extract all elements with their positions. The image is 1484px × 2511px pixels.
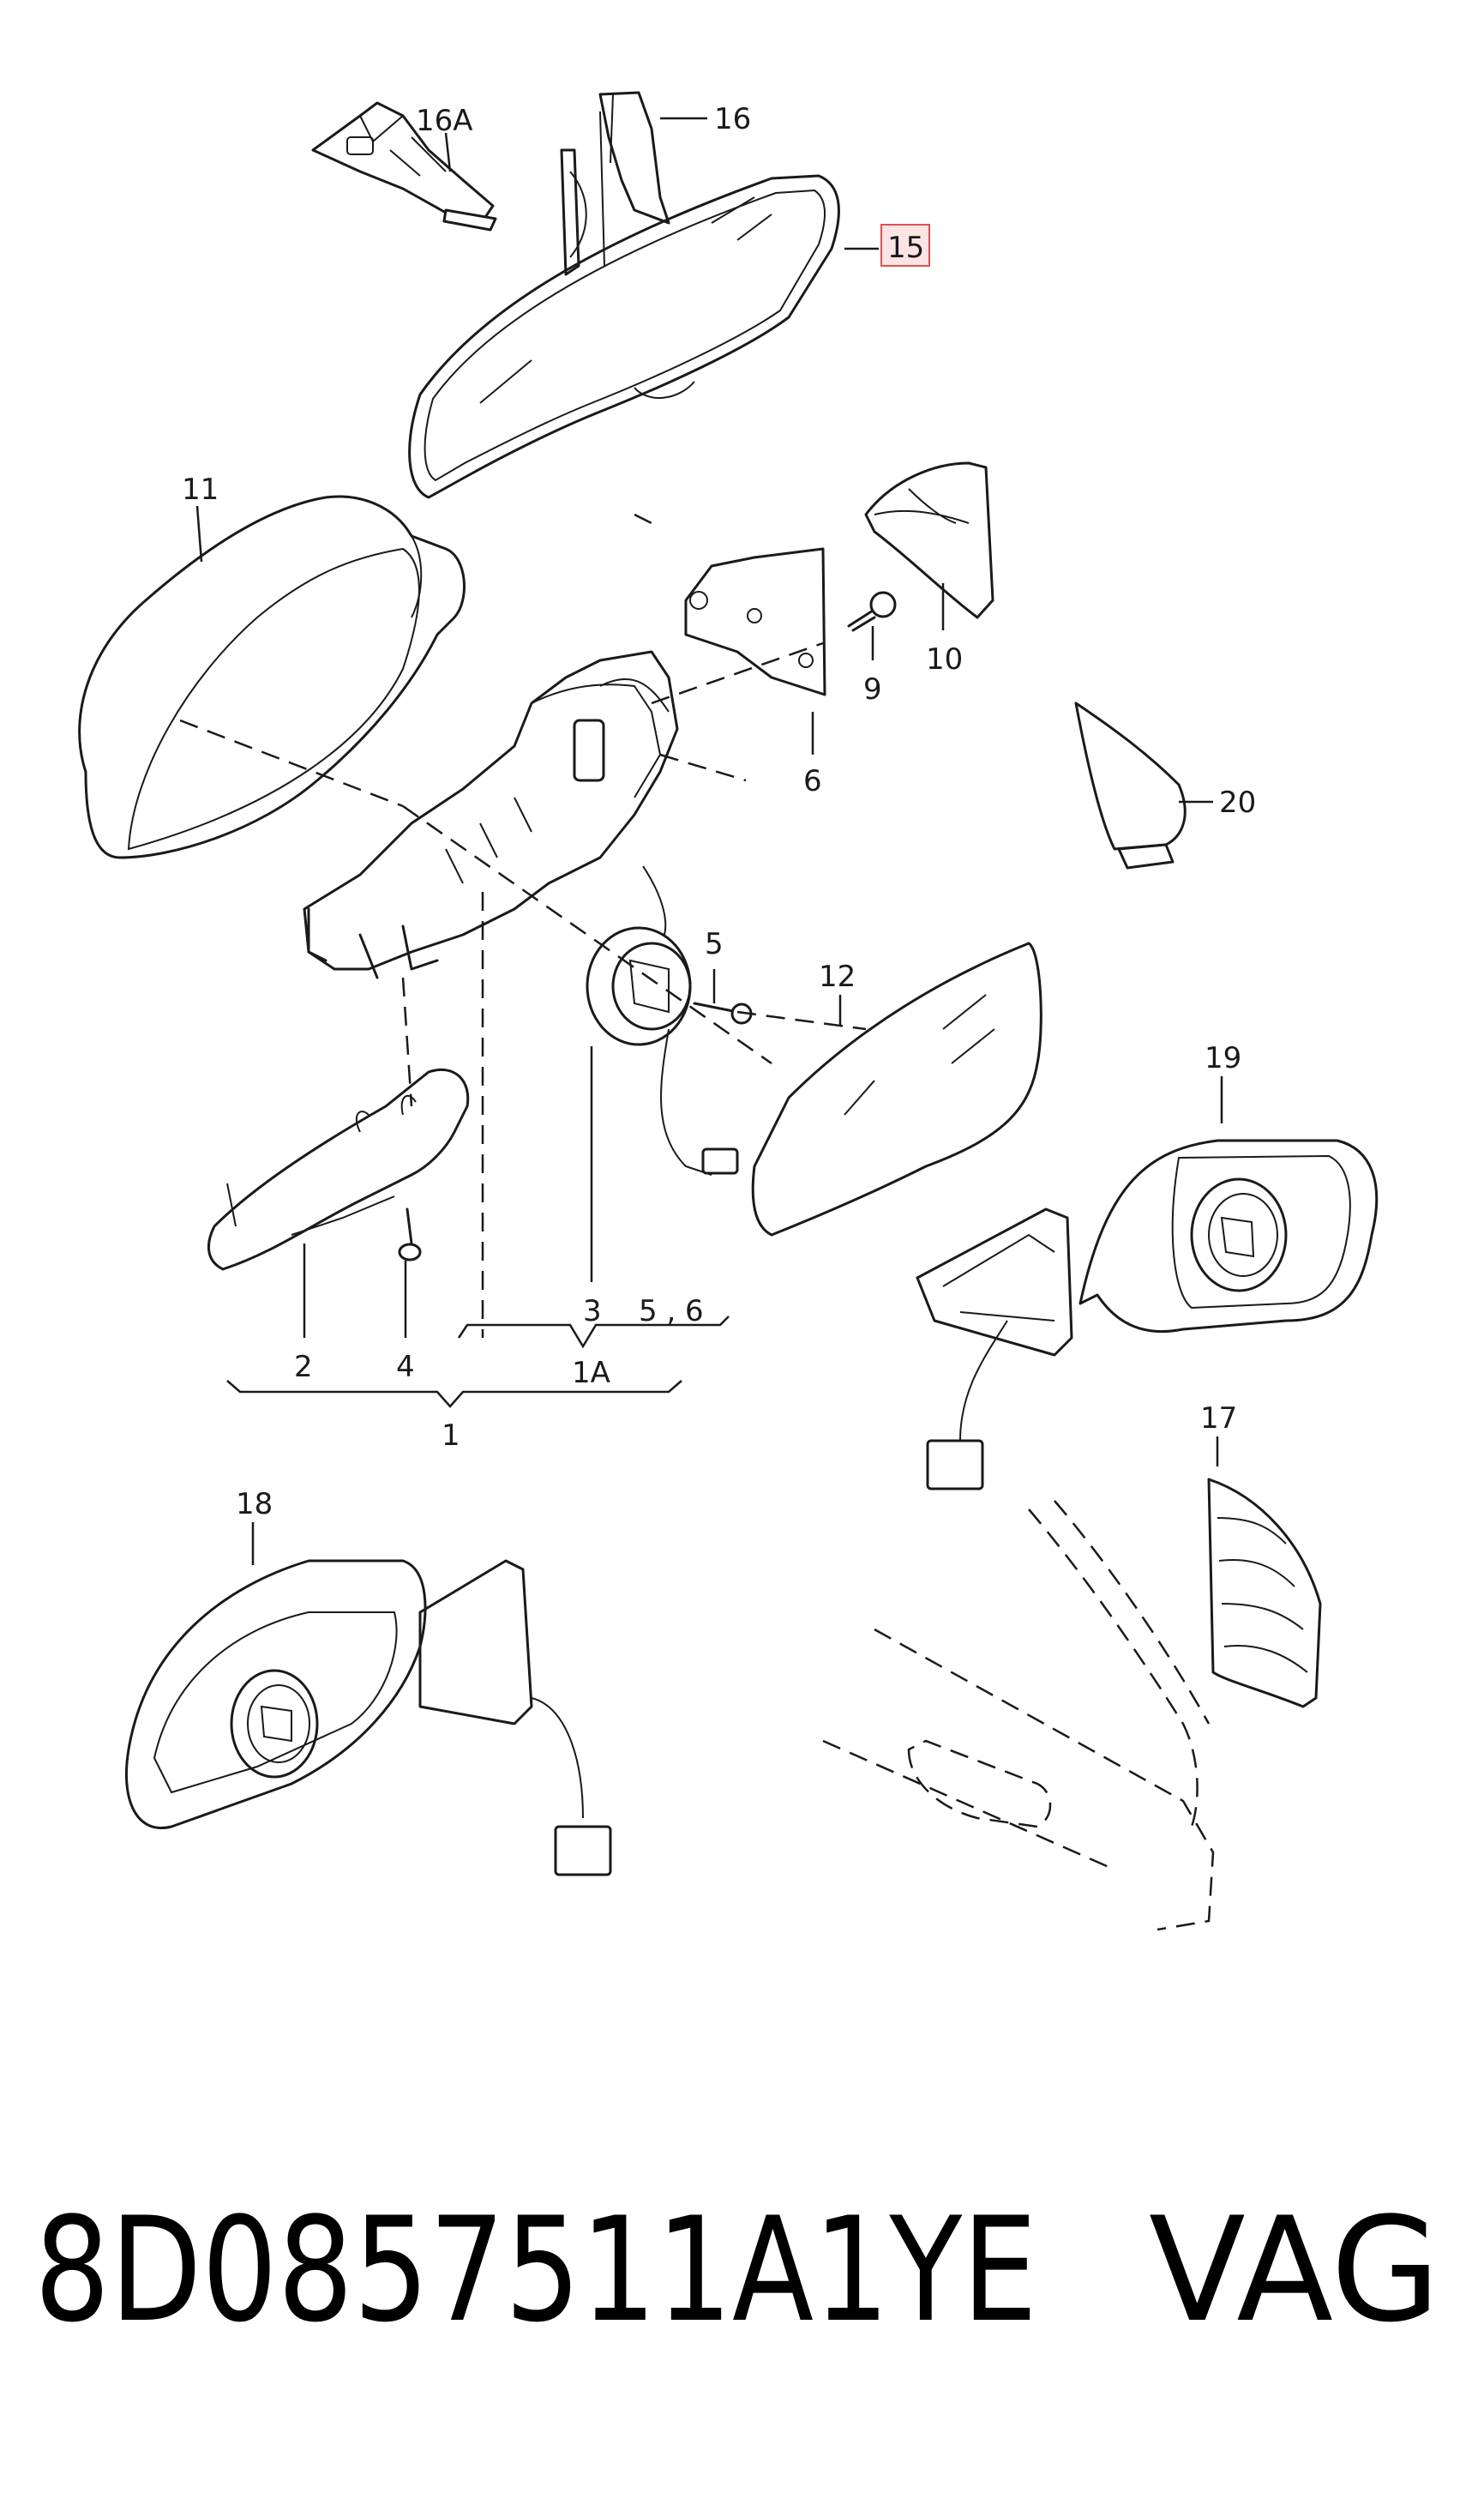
part-18-complete-mirror (124, 1559, 612, 1876)
part-9-screw (847, 591, 897, 632)
label-5-6: 5 , 6 (639, 1294, 704, 1328)
part-16a-bracket (311, 101, 497, 232)
part-15-interior-mirror (408, 174, 840, 499)
label-19: 19 (1205, 1041, 1241, 1075)
footer-part-info: 8D0857511A1YE VAG (34, 2186, 1440, 2354)
label-18: 18 (236, 1487, 273, 1521)
label-6: 6 (803, 764, 822, 798)
label-16a: 16A (416, 104, 473, 138)
part-17-triangular-trim (1207, 1478, 1322, 1708)
part-11-housing-cap (78, 495, 466, 859)
label-1: 1 (442, 1418, 460, 1453)
label-9: 9 (863, 672, 882, 707)
label-17: 17 (1200, 1401, 1237, 1436)
label-4: 4 (396, 1350, 415, 1384)
label-11: 11 (182, 473, 219, 507)
part-10-cover-plate (864, 461, 994, 619)
part-16-cover (560, 91, 670, 276)
part-19-complete-mirror (916, 1139, 1379, 1490)
label-20: 20 (1219, 786, 1256, 820)
label-1a: 1A (572, 1356, 610, 1390)
part-6-mounting-plate (684, 547, 826, 696)
brand-name: VAG (1149, 2186, 1440, 2354)
door-outline (822, 1500, 1215, 1931)
label-5: 5 (705, 927, 724, 961)
label-10: 10 (926, 642, 963, 677)
label-15-highlight (880, 224, 930, 267)
part-2-lower-cover (207, 1068, 470, 1271)
assembly-axes (179, 513, 867, 1338)
part-3-adjuster-motor (586, 865, 739, 1176)
part-number: 8D0857511A1YE (34, 2186, 1037, 2354)
label-2: 2 (294, 1350, 313, 1384)
label-15: 15 (887, 231, 924, 265)
part-1a-base-frame (303, 650, 679, 979)
part-12-mirror-glass (751, 942, 1042, 1237)
part-20-trim (1074, 702, 1187, 870)
label-12: 12 (819, 960, 856, 994)
label-16: 16 (714, 102, 751, 136)
part-5-screw (693, 1002, 753, 1025)
labels: 16A 16 15 11 10 9 6 20 5 12 19 3 5 , 6 2… (182, 102, 1256, 1565)
label-3: 3 (583, 1294, 602, 1328)
part-4-screw (398, 1207, 422, 1262)
